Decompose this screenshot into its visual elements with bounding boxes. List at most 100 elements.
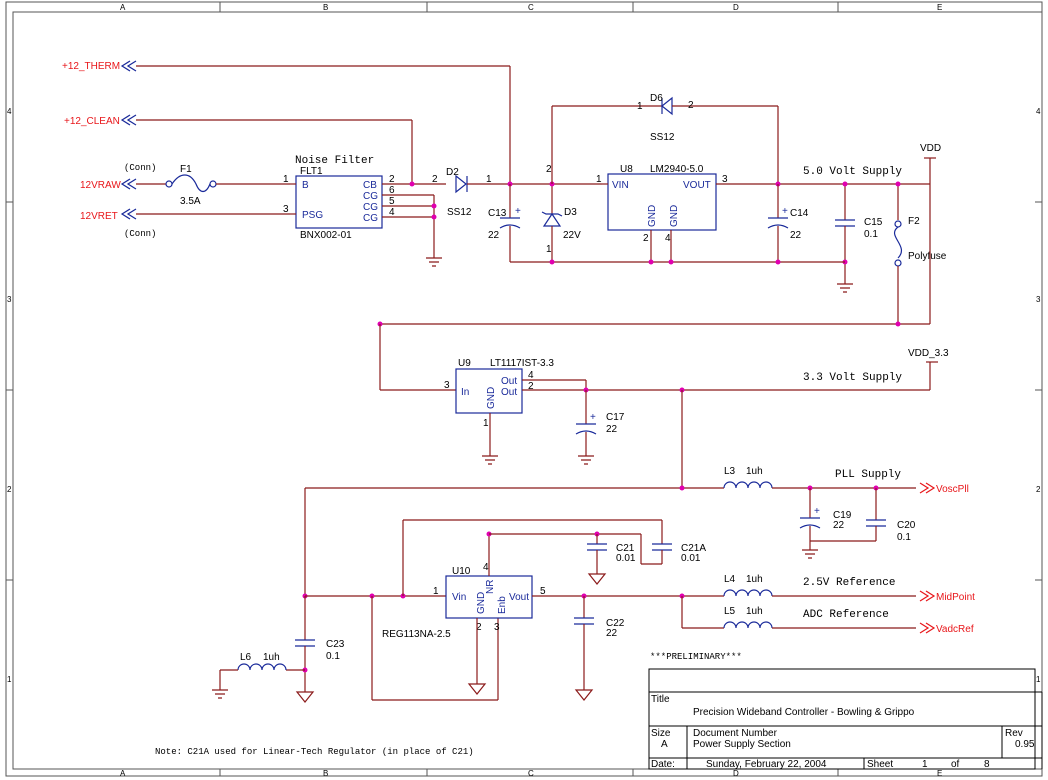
row-label-left: 2 (7, 485, 12, 494)
row-label-right: 3 (1036, 295, 1041, 304)
c20-value: 0.1 (897, 532, 911, 543)
heading-5v: 5.0 Volt Supply (803, 166, 902, 178)
c19-value: 22 (833, 520, 845, 531)
sheet-number: 1 (922, 759, 928, 770)
c20-ref: C20 (897, 520, 916, 531)
c23-ref: C23 (326, 639, 345, 650)
u9-ref: U9 (458, 358, 471, 369)
border-frame (5, 1, 1043, 777)
flt1-pin-cg: CG (363, 191, 378, 202)
title-text: Precision Wideband Controller - Bowling … (693, 707, 915, 718)
polarity-mark: + (814, 506, 820, 517)
u10-pin-enb: Enb (497, 596, 508, 614)
c21-value: 0.01 (616, 553, 636, 564)
heading-adc: ADC Reference (803, 609, 889, 621)
grid-labels: A B C D E A B C D E 4 3 2 1 4 3 2 1 (7, 3, 1041, 778)
pin-number: 4 (389, 207, 395, 218)
u8-pin-gnd: GND (669, 205, 680, 227)
conn-label-ret: (Conn) (124, 229, 156, 239)
c15-ref: C15 (864, 217, 883, 228)
f2-value: Polyfuse (908, 251, 947, 262)
d3-ref: D3 (564, 207, 577, 218)
date-label: Date: (651, 759, 675, 770)
flt1-pin-psg: PSG (302, 210, 323, 221)
net-ret: 12VRET (Conn) (80, 208, 290, 239)
pin-number: 2 (688, 100, 694, 111)
net-label-midpoint: MidPoint (936, 592, 975, 603)
d2-ref: D2 (446, 167, 459, 178)
col-label-top: E (937, 3, 942, 12)
u9-pin-out: Out (501, 387, 517, 398)
docnum-value: Power Supply Section (693, 739, 791, 750)
polarity-mark: + (515, 206, 521, 217)
row-label-left: 4 (7, 107, 12, 116)
u10-pin-nr: NR (485, 580, 496, 594)
c23-value: 0.1 (326, 651, 340, 662)
size-label: Size (651, 728, 671, 739)
row-label-right: 4 (1036, 107, 1041, 116)
pin-number: 2 (432, 174, 438, 185)
col-label-bottom: A (120, 769, 126, 778)
pin-number: 1 (283, 174, 289, 185)
u9-value: LT1117IST-3.3 (490, 358, 554, 369)
row-label-right: 2 (1036, 485, 1041, 494)
l3-ref: L3 (724, 466, 736, 477)
net-label-raw: 12VRAW (80, 180, 121, 191)
l6-value: 1uh (263, 652, 280, 663)
d6-ref: D6 (650, 93, 663, 104)
polarity-mark: + (782, 206, 788, 217)
col-label-bottom: E (937, 769, 942, 778)
pin-number: 3 (444, 380, 450, 391)
c17-ref: C17 (606, 412, 625, 423)
pin-number: 2 (643, 233, 649, 244)
u8-pin-vin: VIN (612, 180, 629, 191)
c21-ref: C21 (616, 543, 635, 554)
c14-value: 22 (790, 230, 802, 241)
net-label-clean: +12_CLEAN (64, 116, 120, 127)
c19-ref: C19 (833, 510, 852, 521)
f1-value: 3.5A (180, 196, 201, 207)
c15-value: 0.1 (864, 229, 878, 240)
c13-value: 22 (488, 230, 500, 241)
pin-number: 5 (540, 586, 546, 597)
noise-filter-flt1: Noise Filter FLT1 B PSG CB CG CG CG BNX0… (290, 155, 446, 267)
col-label-top: C (528, 3, 534, 12)
pin-number: 4 (483, 562, 489, 573)
col-label-bottom: C (528, 769, 534, 778)
c21a-ref: C21A (681, 543, 706, 554)
u10-value: REG113NA-2.5 (382, 629, 451, 640)
title-block: Title Precision Wideband Controller - Bo… (648, 668, 1043, 770)
supply-5v: 5.0 Volt Supply + C14 22 C15 0.1 F2 Poly… (377, 143, 947, 327)
col-label-top: A (120, 3, 126, 12)
pin-number: 2 (528, 381, 534, 392)
net-label-voscpll: VoscPll (936, 484, 969, 495)
flt1-pin-b: B (302, 180, 309, 191)
l3-value: 1uh (746, 466, 763, 477)
polarity-mark: + (590, 412, 596, 423)
docnum-label: Document Number (693, 728, 778, 739)
col-label-bottom: D (733, 769, 739, 778)
flt1-value: BNX002-01 (300, 230, 352, 241)
capacitor-c13: + C13 22 (488, 184, 521, 262)
d6-value: SS12 (650, 132, 675, 143)
supply-3v3: 3 U9 LT1117IST-3.3 In Out Out GND 4 2 1 … (379, 324, 949, 488)
sheet-label: Sheet (867, 759, 893, 770)
u9-pin-in: In (461, 387, 469, 398)
vdd33-label: VDD_3.3 (908, 348, 949, 359)
fuse-f1: F1 3.5A 1 3 (165, 164, 290, 215)
u8-value: LM2940-5.0 (650, 164, 704, 175)
l5-value: 1uh (746, 606, 763, 617)
pin-number: 1 (546, 244, 552, 255)
u10-ref: U10 (452, 566, 471, 577)
col-label-top: B (323, 3, 328, 12)
heading-3v3: 3.3 Volt Supply (803, 372, 902, 384)
pin-number: 6 (389, 185, 395, 196)
rev-label: Rev (1005, 728, 1023, 739)
preliminary-mark: ***PRELIMINARY*** (650, 652, 742, 662)
pin-number: 3 (494, 622, 500, 633)
net-label-therm: +12_THERM (62, 61, 120, 72)
net-raw: 12VRAW (Conn) (80, 163, 166, 191)
row-label-left: 3 (7, 295, 12, 304)
u9-pin-out: Out (501, 376, 517, 387)
